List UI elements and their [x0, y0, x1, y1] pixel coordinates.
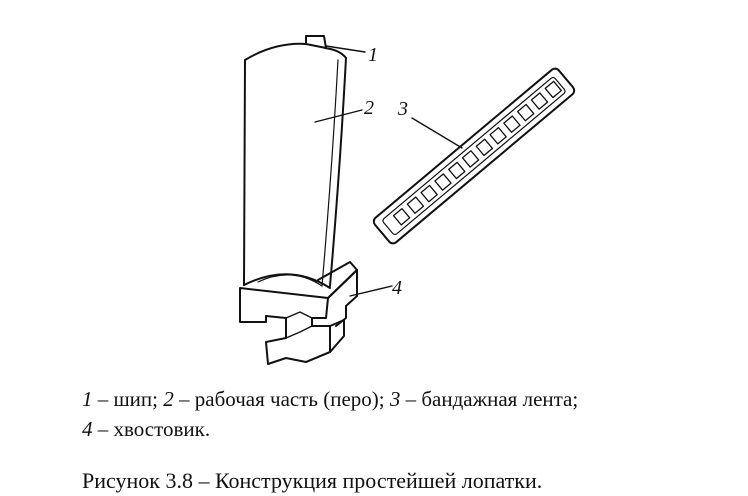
tenon: [305, 35, 327, 49]
blade-airfoil: [243, 42, 347, 289]
leader-line-2: [314, 109, 363, 123]
legend-line-2: 4 – хвостовик.: [82, 417, 211, 441]
legend-sep-4: –: [92, 417, 114, 441]
figure-legend: 1 – шип; 2 – рабочая часть (перо); 3 – б…: [82, 384, 742, 444]
callout-2: 2: [364, 97, 374, 119]
callout-4: 4: [392, 277, 402, 299]
legend-sep-1: –: [92, 387, 114, 411]
legend-part-1: шип: [113, 387, 153, 411]
leader-line-1: [325, 45, 366, 53]
leader-line-3: [411, 117, 463, 149]
legend-part-2: рабочая часть (перо): [194, 387, 379, 411]
legend-num-3: 3: [389, 387, 401, 411]
legend-num-4: 4: [82, 417, 93, 441]
callout-3: 3: [397, 98, 408, 120]
legend-num-2: 2: [163, 387, 174, 411]
blade-drawing: 1 2 3 4: [239, 35, 576, 365]
legend-num-1: 1: [82, 387, 93, 411]
legend-sep-3: –: [400, 387, 422, 411]
shroud-band: [372, 67, 576, 245]
legend-part-3: бандажная лента: [421, 387, 573, 411]
legend-line-1: 1 – шип; 2 – рабочая часть (перо); 3 – б…: [82, 387, 579, 411]
blade-root: [239, 261, 358, 365]
leader-line-4: [349, 285, 393, 297]
legend-sep-2: –: [173, 387, 195, 411]
figure-caption: Рисунок 3.8 – Конструкция простейшей лоп…: [82, 468, 543, 493]
callout-1: 1: [368, 44, 378, 66]
leader-lines: [314, 45, 463, 297]
legend-part-4: хвостовик: [113, 417, 205, 441]
